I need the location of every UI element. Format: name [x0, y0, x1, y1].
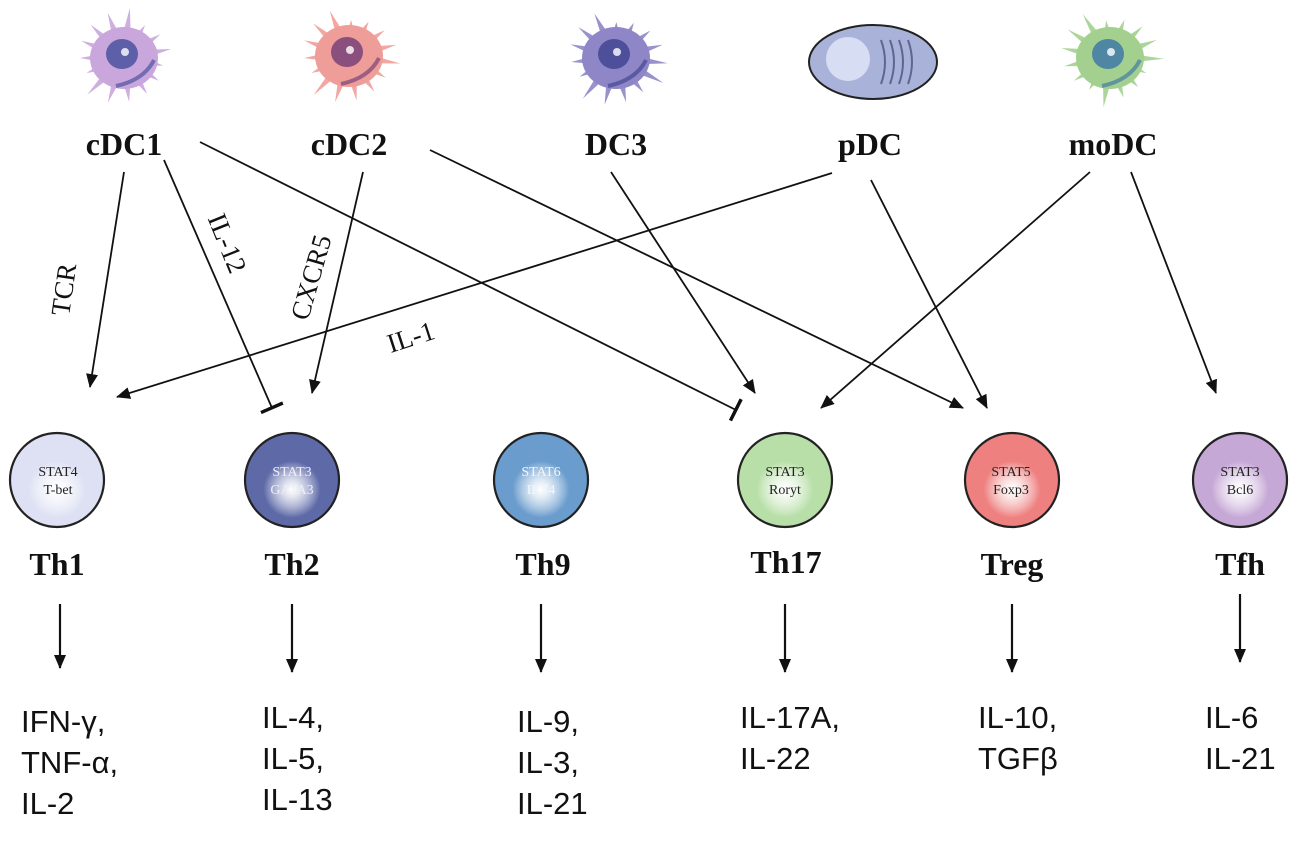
- edge-pdc-to-th1: [116, 172, 833, 399]
- cytokines-th17: IL-17A,IL-22: [740, 700, 840, 776]
- tcell-label-tfh: Tfh: [1215, 546, 1265, 582]
- tcell-label-th1: Th1: [29, 546, 85, 582]
- tfh-cell-circle: [1191, 431, 1289, 529]
- cytokines-th9: IL-9,IL-3,IL-21: [517, 704, 588, 821]
- edge-pdc-to-treg: [870, 179, 988, 409]
- edge-cdc2-to-treg: [429, 149, 964, 409]
- th1-cell-circle: [8, 431, 106, 529]
- cdc1-cell-icon: [80, 7, 171, 103]
- edge-cdc2-to-th2: [309, 171, 364, 394]
- cytokines-treg: IL-10,TGFβ: [978, 700, 1058, 776]
- th9-cell-circle: [492, 431, 590, 529]
- tcell-label-th9: Th9: [515, 546, 571, 582]
- tcell-label-treg: Treg: [980, 546, 1044, 582]
- dc-label-cdc1: cDC1: [85, 126, 163, 162]
- th17-cell-circle: [736, 431, 834, 529]
- th2-cell-circle: [243, 431, 341, 529]
- modc-cell-icon: [1061, 14, 1164, 108]
- dc-label-cdc2: cDC2: [310, 126, 388, 162]
- cytokines-th1: IFN-γ,TNF-α,IL-2: [21, 704, 119, 821]
- edge-cdc1-to-th17: [199, 141, 743, 422]
- edge-cdc1-to-th2: [163, 159, 284, 415]
- treg-cell-circle: [963, 431, 1061, 529]
- edge-modc-to-th17: [820, 171, 1091, 409]
- dc3-cell-icon: [570, 13, 668, 105]
- cdc2-cell-icon: [304, 10, 401, 103]
- dc-label-modc: moDC: [1068, 126, 1158, 162]
- edge-dc3-to-th17: [610, 171, 756, 394]
- dc-label-pdc: pDC: [837, 126, 903, 162]
- tcell-label-th17: Th17: [750, 544, 822, 580]
- cytokines-th2: IL-4,IL-5,IL-13: [262, 700, 333, 817]
- edge-cdc1-to-th1: [86, 171, 125, 388]
- pdc-cell-icon: [808, 24, 938, 100]
- edge-modc-to-tfh: [1130, 171, 1217, 394]
- dc-label-dc3: DC3: [584, 126, 648, 162]
- tcell-label-th2: Th2: [264, 546, 320, 582]
